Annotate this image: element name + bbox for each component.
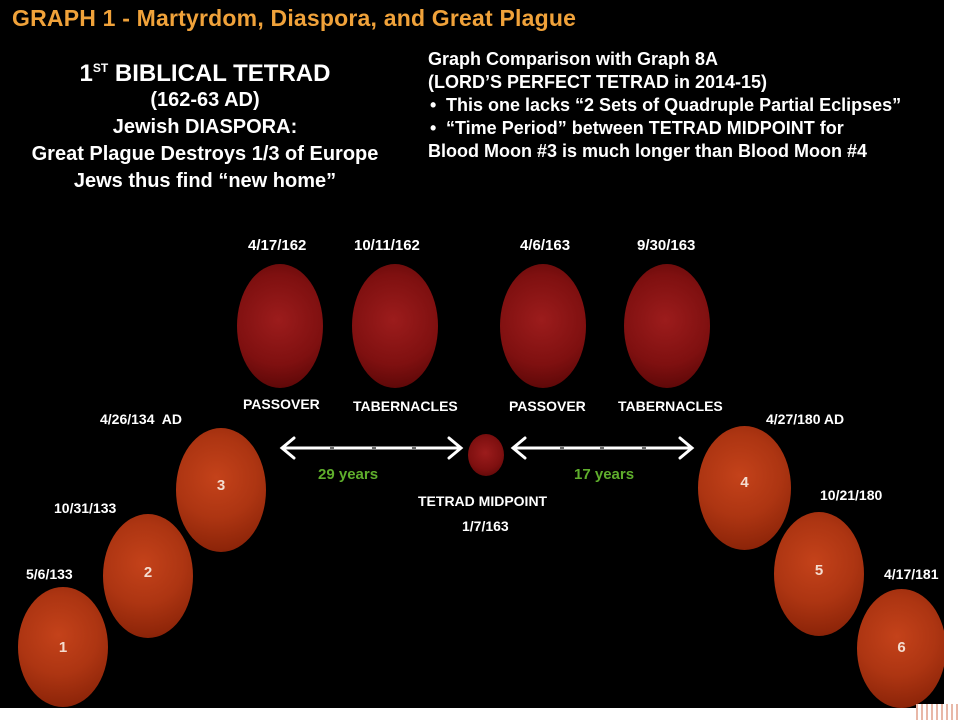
moon-3-date: 4/26/134 AD (100, 411, 182, 427)
moon-5-date: 10/21/180 (820, 487, 883, 503)
diaspora-line: Jewish DIASPORA: (112, 116, 298, 138)
tetrad-years: (162-63 AD) (150, 89, 260, 111)
midpoint-label: TETRAD MIDPOINT (418, 493, 548, 509)
blood-moon-tetrad-2 (352, 264, 438, 388)
right-gap-years: 17 years (574, 466, 635, 483)
blood-moon-1: 1 (18, 587, 108, 707)
comparison-heading: Graph Comparison with Graph 8A (428, 49, 719, 69)
comparison-bullet-1: This one lacks “2 Sets of Quadruple Part… (428, 94, 928, 117)
moon-1-number: 1 (58, 639, 68, 656)
plague-line: Great Plague Destroys 1/3 of Europe (31, 143, 379, 165)
moon-6-number: 6 (897, 639, 906, 656)
corner-decoration (916, 704, 960, 720)
blood-moon-3: 3 (176, 428, 266, 552)
feast-label-1: PASSOVER (243, 396, 320, 412)
tetrad-date-4: 9/30/163 (637, 237, 696, 254)
tetrad-heading: 1ST BIBLICAL TETRAD (79, 60, 331, 87)
moon-3-number: 3 (216, 477, 226, 494)
tetrad-description: 1ST BIBLICAL TETRAD (162-63 AD) Jewish D… (10, 55, 400, 195)
blood-moon-tetrad-1 (237, 264, 323, 388)
comparison-notes: Graph Comparison with Graph 8A (LORD’S P… (428, 48, 928, 163)
moon-4-number: 4 (740, 474, 749, 491)
blood-moon-6: 6 (857, 589, 946, 708)
left-gap-arrowhead-left (279, 436, 296, 460)
feast-label-2: TABERNACLES (353, 398, 458, 414)
tetrad-midpoint-marker (468, 434, 504, 476)
left-gap-years: 29 years (318, 466, 379, 483)
right-gap-arrowhead-left (510, 436, 527, 460)
comparison-list: This one lacks “2 Sets of Quadruple Part… (428, 94, 928, 163)
feast-label-3: PASSOVER (509, 398, 586, 414)
comparison-subheading: (LORD’S PERFECT TETRAD in 2014-15) (428, 72, 768, 92)
feast-label-4: TABERNACLES (618, 398, 723, 414)
comparison-bullet-2: “Time Period” between TETRAD MIDPOINT fo… (428, 117, 928, 163)
moon-4-date: 4/27/180 AD (766, 411, 845, 427)
moon-1-date: 5/6/133 (26, 566, 73, 582)
tetrad-date-2: 10/11/162 (354, 237, 420, 254)
new-home-line: Jews thus find “new home” (73, 170, 337, 192)
left-gap-arrowhead-right (447, 436, 464, 460)
right-gap-arrowhead-right (678, 436, 695, 460)
slide-frame-bottom (0, 708, 960, 720)
blood-moon-tetrad-3 (500, 264, 586, 388)
blood-moon-4: 4 (698, 426, 791, 550)
slide: GRAPH 1 - Martyrdom, Diaspora, and Great… (0, 0, 944, 708)
time-span-arrows (279, 436, 695, 460)
midpoint-date: 1/7/163 (462, 518, 509, 534)
moon-6-date: 4/17/181 (884, 566, 939, 582)
moon-2-number: 2 (143, 564, 153, 581)
moon-2-date: 10/31/133 (54, 500, 117, 516)
slide-title: GRAPH 1 - Martyrdom, Diaspora, and Great… (12, 5, 577, 31)
blood-moon-5: 5 (774, 512, 864, 636)
moon-5-number: 5 (814, 562, 824, 579)
tetrad-date-3: 4/6/163 (520, 237, 571, 254)
slide-frame-right (944, 0, 960, 720)
blood-moon-2: 2 (103, 514, 193, 638)
blood-moon-tetrad-4 (624, 264, 710, 388)
tetrad-date-1: 4/17/162 (248, 237, 307, 254)
